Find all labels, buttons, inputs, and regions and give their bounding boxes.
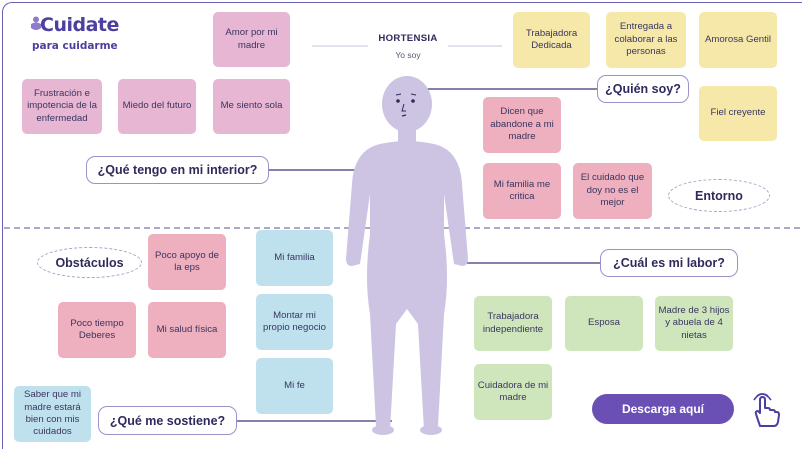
logo-subtitle: para cuidarme <box>32 40 118 52</box>
cuidate-logo[interactable]: Cuidate para cuidarme <box>30 14 122 58</box>
download-button[interactable]: Descarga aquí <box>592 394 734 424</box>
card-fiel-creyente: Fiel creyente <box>699 86 777 141</box>
oval-obstaculos: Obstáculos <box>37 247 142 278</box>
card-trabajadora-independiente: Trabajadora independiente <box>474 296 552 351</box>
card-mi-familia: Mi familia <box>256 230 333 286</box>
pointer-hand-icon[interactable] <box>748 392 782 428</box>
card-entregada: Entregada a colaborar a las personas <box>606 12 686 68</box>
card-poco-tiempo: Poco tiempo Deberes <box>58 302 136 358</box>
card-madre-abuela: Madre de 3 hijos y abuela de 4 nietas <box>655 296 733 351</box>
card-dicen-que-abandone: Dicen que abandone a mi madre <box>483 97 561 153</box>
card-miedo-del-futuro: Miedo del futuro <box>118 79 196 134</box>
person-icon <box>346 76 468 435</box>
question-que-me-sostiene: ¿Qué me sostiene? <box>98 406 237 435</box>
card-cuidadora: Cuidadora de mi madre <box>474 364 552 420</box>
profile-name: HORTENSIA <box>378 33 438 44</box>
card-esposa: Esposa <box>565 296 643 351</box>
card-montar-negocio: Montar mi propio negocio <box>256 294 333 350</box>
card-mi-fe: Mi fe <box>256 358 333 414</box>
card-trabajadora-dedicada: Trabajadora Dedicada <box>513 12 590 68</box>
question-que-tengo-interior: ¿Qué tengo en mi interior? <box>86 156 269 184</box>
logo-mark-icon <box>31 16 41 30</box>
card-amor-por-mi-madre: Amor por mi madre <box>213 12 290 67</box>
question-quien-soy: ¿Quién soy? <box>597 75 689 103</box>
card-me-siento-sola: Me siento sola <box>213 79 290 134</box>
profile-role: Yo soy <box>395 50 421 60</box>
question-cual-es-mi-labor: ¿Cuál es mi labor? <box>600 249 738 277</box>
card-familia-critica: Mi familia me critica <box>483 163 561 219</box>
card-saber-madre-bien: Saber que mi madre estará bien con mis c… <box>14 386 91 442</box>
card-cuidado-no-mejor: El cuidado que doy no es el mejor <box>573 163 652 219</box>
logo-title: Cuidate <box>40 14 119 36</box>
card-amorosa-gentil: Amorosa Gentil <box>699 12 777 68</box>
oval-entorno: Entorno <box>668 179 770 212</box>
card-poco-apoyo-eps: Poco apoyo de la eps <box>148 234 226 290</box>
card-mi-salud-fisica: Mi salud física <box>148 302 226 358</box>
card-frustracion: Frustración e impotencia de la enfermeda… <box>22 79 102 134</box>
